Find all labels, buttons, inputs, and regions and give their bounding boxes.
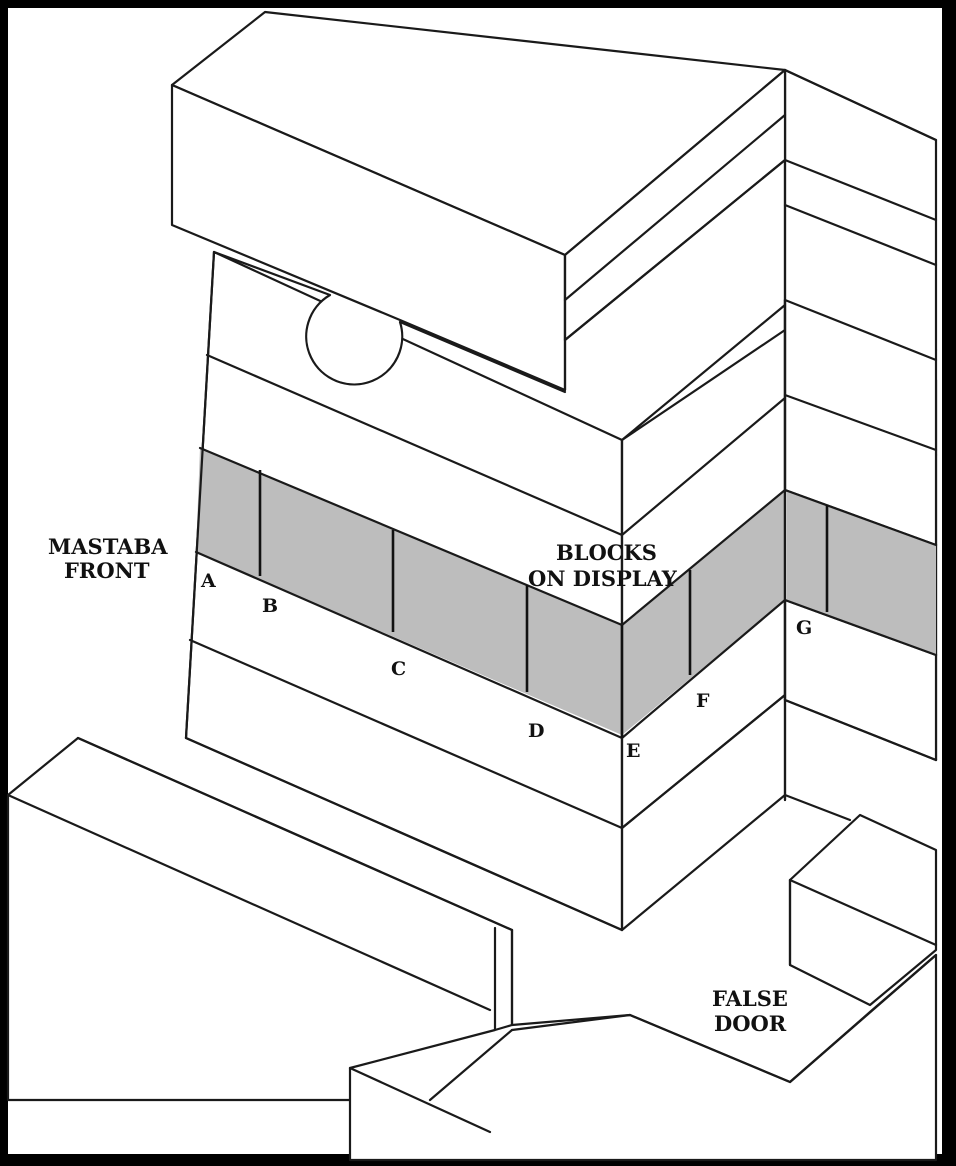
display-band-front [196,448,622,735]
marker-f: F [696,690,710,712]
display-block-dividers [258,470,829,738]
label-mastaba-front-1: MASTABA [48,534,168,559]
roof-cutout [305,294,404,386]
label-blocks-on-display-2: ON DISPLAY [528,566,678,591]
label-mastaba-front-2: FRONT [64,558,150,583]
marker-d: D [528,720,544,742]
marker-g: G [796,617,812,639]
right-tower [783,68,938,802]
label-blocks-on-display-1: BLOCKS [556,540,657,565]
label-false-door-2: DOOR [714,1011,787,1036]
marker-c: C [391,658,406,680]
false-door-block [788,813,938,1007]
label-false-door-1: FALSE [712,986,788,1011]
ground-slab [6,736,514,1102]
marker-a: A [200,570,216,592]
marker-e: E [626,740,640,762]
marker-b: B [262,595,278,617]
roof-slab [170,10,787,392]
passage-floor [348,953,938,1162]
